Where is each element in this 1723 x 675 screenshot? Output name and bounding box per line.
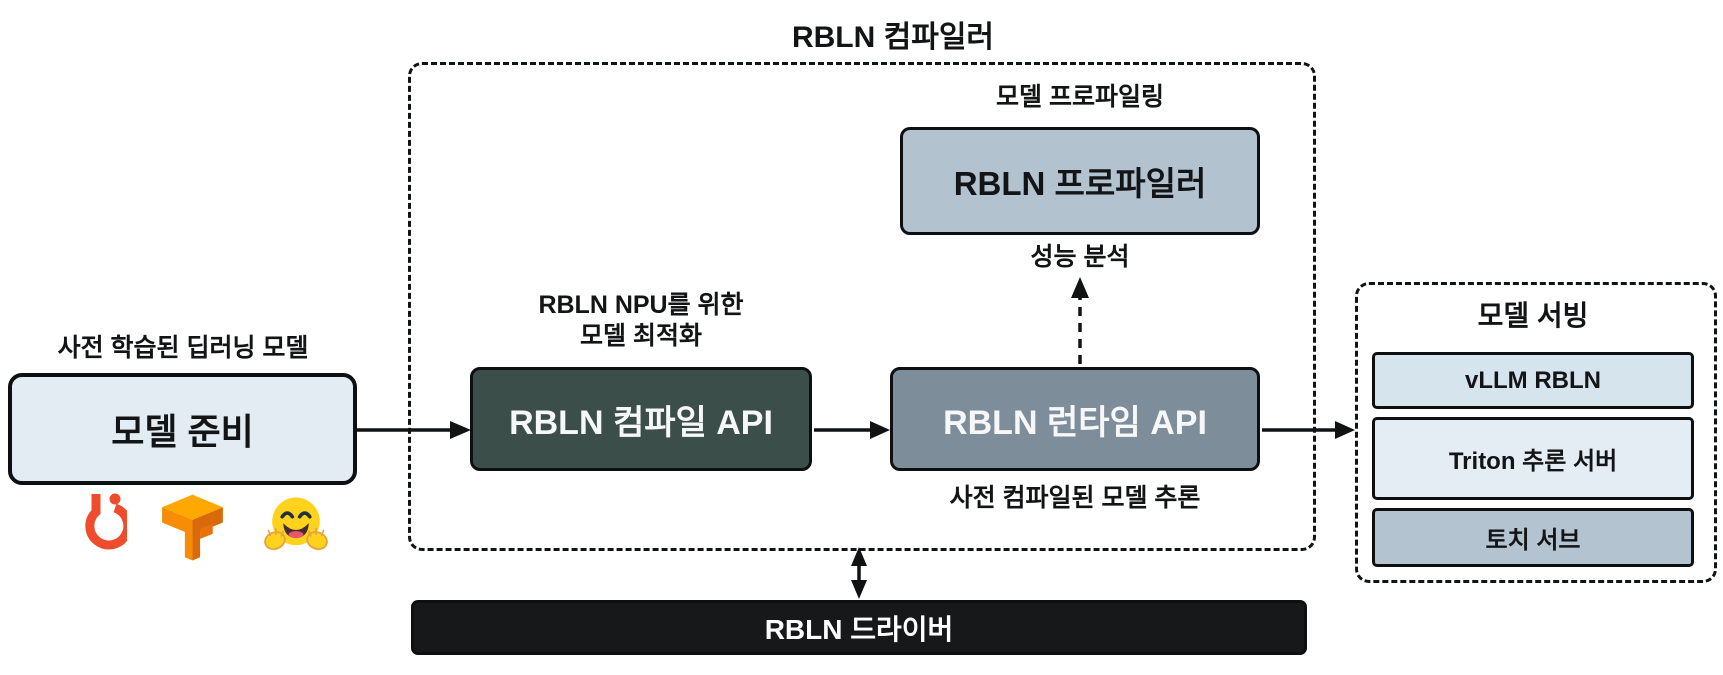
compile-api-node-label: RBLN 컴파일 API	[509, 403, 773, 442]
model-prep-node-label: 모델 준비	[111, 411, 254, 452]
compiler-section-title: RBLN 컴파일러	[791, 21, 995, 54]
serving-item-vllm-label: vLLM RBLN	[1465, 366, 1601, 394]
profiler-node: RBLN 프로파일러	[900, 127, 1260, 235]
serving-item-triton: Triton 추론 서버	[1372, 417, 1694, 500]
framework-icons-row	[75, 487, 329, 563]
profiler-node-label: RBLN 프로파일러	[953, 165, 1207, 202]
pytorch-icon	[75, 490, 133, 560]
driver-bar: RBLN 드라이버	[411, 600, 1307, 655]
model-prep-node: 모델 준비	[8, 373, 357, 485]
performance-analysis-caption: 성능 분석	[1030, 243, 1130, 271]
driver-bar-label: RBLN 드라이버	[764, 613, 954, 645]
runtime-api-node: RBLN 런타임 API	[890, 367, 1260, 471]
compile-api-node: RBLN 컴파일 API	[470, 367, 812, 471]
tensorflow-icon	[153, 487, 237, 563]
runtime-caption: 사전 컴파일된 모델 추론	[949, 484, 1201, 512]
huggingface-icon	[263, 492, 329, 558]
serving-item-vllm: vLLM RBLN	[1372, 352, 1694, 409]
serving-section-title: 모델 서빙	[1477, 300, 1589, 331]
runtime-api-node-label: RBLN 런타임 API	[943, 403, 1207, 442]
pretrained-model-caption: 사전 학습된 딥러닝 모델	[57, 334, 309, 362]
serving-item-torchserve: 토치 서브	[1372, 508, 1694, 567]
model-profiling-caption: 모델 프로파일링	[996, 83, 1164, 111]
serving-item-triton-label: Triton 추론 서버	[1448, 448, 1618, 475]
compile-api-caption: RBLN NPU를 위한 모델 최적화	[538, 291, 744, 350]
serving-item-torchserve-label: 토치 서브	[1485, 527, 1581, 554]
serving-dashed-container	[1355, 282, 1717, 583]
